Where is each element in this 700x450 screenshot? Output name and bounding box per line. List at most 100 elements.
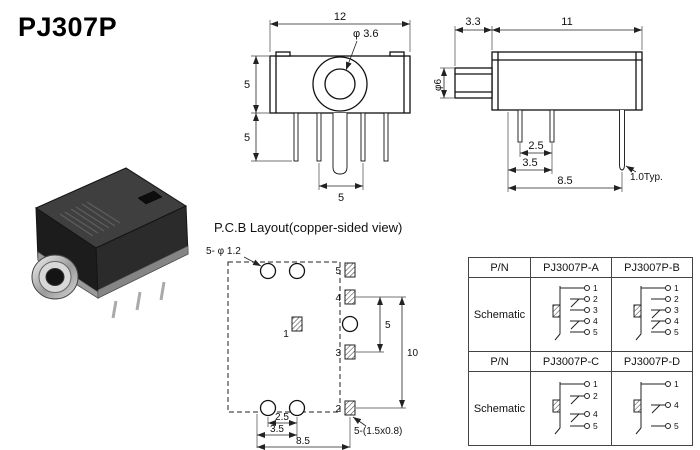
- table-row: Schematic: [468, 277, 693, 352]
- pin-number: 1: [593, 379, 598, 389]
- front-dim-pin-spacing-label: 5: [338, 192, 344, 204]
- connector-top-slot: [137, 190, 163, 205]
- pin-number: 4: [593, 316, 598, 326]
- pcb-pad-numbers: 5 4 3 2 1: [283, 266, 341, 415]
- pin-number: 5: [593, 421, 598, 431]
- schematic-header-top: Schematic: [468, 277, 531, 352]
- pin-number: 4: [674, 400, 679, 410]
- schematic-b: 1 2 3 4 5: [633, 283, 679, 341]
- front-jack-hole: [312, 56, 368, 112]
- schematic-header-bottom: Schematic: [468, 371, 531, 446]
- schematic-a-symbol: [552, 285, 590, 341]
- variants-table: P/N PJ3007P-A PJ3007P-B Schematic: [468, 257, 693, 446]
- pcb-layout-drawing: 5 4 3 2 1 5- φ 1.2 5-(1.5x0.8) 5 10: [206, 246, 419, 450]
- page-title: PJ307P: [18, 12, 118, 42]
- side-body-outline: [491, 51, 643, 111]
- variant-d-name: PJ3007P-D: [611, 351, 693, 372]
- schematic-b-pins: 1 2 3 4 5: [674, 283, 679, 337]
- schematic-d: 1 4 5: [633, 379, 679, 435]
- schematic-a: 1 2 3 4 5: [552, 283, 598, 341]
- schematic-d-cell: 1 4 5: [611, 371, 693, 446]
- pin-number: 2: [593, 294, 598, 304]
- pin-number: 4: [674, 316, 679, 326]
- pin-number: 5: [674, 421, 679, 431]
- side-dim-typ-label: 1.0Typ.: [630, 172, 663, 183]
- schematic-c-symbol: [552, 381, 590, 435]
- side-dim-top: 3.3 11: [454, 16, 643, 66]
- pin-number: 3: [593, 305, 598, 315]
- side-dim-bottom: 2.5 3.5 8.5: [507, 112, 623, 192]
- pcb-dim-horizontal: 2.5 3.5 8.5: [256, 412, 351, 450]
- connector-body: [34, 167, 189, 299]
- schematic-c: 1 2 4 5: [552, 379, 598, 435]
- variant-b-name: PJ3007P-B: [611, 257, 693, 278]
- table-row: Schematic: [468, 371, 693, 446]
- variant-a-name: PJ3007P-A: [530, 257, 612, 278]
- side-dim-bushing-length-label: 3.3: [465, 16, 480, 28]
- pcb-dim-vertical-large-label: 10: [407, 348, 419, 359]
- pn-header-top: P/N: [468, 257, 531, 278]
- side-dim-bushing-dia-label: φ6: [433, 79, 444, 91]
- variant-c-name: PJ3007P-C: [530, 351, 612, 372]
- pin-number: 4: [593, 409, 598, 419]
- front-dim-body-height-label: 5: [244, 79, 250, 91]
- side-dim-dia: φ6: [433, 67, 454, 99]
- pcb-dim-vertical: 5 10: [356, 296, 419, 409]
- side-bushing: [454, 67, 493, 99]
- side-pins: [517, 109, 625, 171]
- table-row: P/N PJ3007P-A PJ3007P-B: [468, 257, 693, 278]
- pin-number: 1: [674, 379, 679, 389]
- side-dim-pin-pitch-label: 2.5: [528, 140, 543, 152]
- pcb-holes-note: 5- φ 1.2: [206, 246, 262, 267]
- pcb-pad1-label: 1: [283, 329, 289, 340]
- side-dim-typ: 1.0Typ.: [625, 165, 663, 183]
- pcb-pad3-label: 3: [335, 348, 341, 359]
- pcb-holes-note-label: 5- φ 1.2: [206, 246, 241, 257]
- front-dim-width: 12: [269, 11, 411, 52]
- pcb-pad4-label: 4: [335, 293, 341, 304]
- schematic-b-cell: 1 2 3 4 5: [611, 277, 693, 352]
- schematic-b-symbol: [633, 285, 671, 341]
- pin-number: 3: [674, 305, 679, 315]
- pin-number: 1: [593, 283, 598, 293]
- front-pins: [293, 112, 389, 175]
- pcb-pads-note: 5-(1.5x0.8): [352, 416, 402, 437]
- front-dim-pin-length-label: 5: [244, 132, 250, 144]
- schematic-d-pins: 1 4 5: [674, 379, 679, 431]
- schematic-c-pins: 1 2 4 5: [593, 379, 598, 431]
- pcb-holes: [259, 262, 359, 417]
- schematic-c-cell: 1 2 4 5: [530, 371, 612, 446]
- table-row: P/N PJ3007P-C PJ3007P-D: [468, 351, 693, 372]
- connector-top-ribs: [59, 201, 121, 237]
- front-dim-hole: φ 3.6: [345, 28, 378, 71]
- pcb-component-outline: [227, 261, 341, 413]
- schematic-d-symbol: [633, 381, 671, 435]
- side-dim-body-length-label: 11: [561, 16, 572, 28]
- front-dim-heights: 5 5: [244, 55, 292, 162]
- pcb-dim-h-span-label: 8.5: [296, 436, 310, 447]
- pn-header-bottom: P/N: [468, 351, 531, 372]
- pcb-pads-note-label: 5-(1.5x0.8): [354, 426, 402, 437]
- pcb-heading: P.C.B Layout(copper-sided view): [214, 220, 403, 235]
- side-dim-pin-offset-label: 3.5: [522, 157, 537, 169]
- pcb-dim-h-offset-label: 3.5: [270, 424, 284, 435]
- connector-barrel: [31, 254, 79, 300]
- pcb-pad2-label: 2: [335, 404, 341, 415]
- product-photo: [31, 167, 189, 319]
- pin-number: 5: [593, 327, 598, 337]
- pin-number: 1: [674, 283, 679, 293]
- pin-number: 2: [593, 391, 598, 401]
- schematic-a-pins: 1 2 3 4 5: [593, 283, 598, 337]
- pcb-dim-h-pitch-label: 2.5: [275, 412, 289, 423]
- front-view-drawing: 12 φ 3.6 5 5 5: [244, 11, 411, 204]
- side-view-drawing: 3.3 11 φ6 1.0Typ. 2.5 3.5 8.5: [433, 16, 663, 192]
- pcb-pads: [291, 262, 356, 416]
- front-dim-pin-spacing: 5: [318, 163, 364, 204]
- front-dim-hole-label: φ 3.6: [353, 28, 378, 40]
- schematic-a-cell: 1 2 3 4 5: [530, 277, 612, 352]
- front-dim-width-label: 12: [334, 11, 346, 23]
- connector-pins: [111, 281, 166, 319]
- pin-number: 5: [674, 327, 679, 337]
- side-dim-pin-span-label: 8.5: [557, 175, 572, 187]
